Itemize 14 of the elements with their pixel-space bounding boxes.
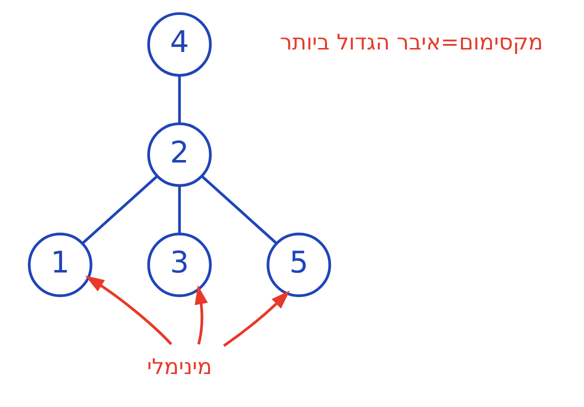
node-circle: 4 [147,12,212,77]
node-circle: 3 [147,232,212,298]
connector [201,175,278,244]
label: מקסימום=איבר הגדול ביותר [280,30,544,56]
connector [178,185,181,234]
node-circle: 5 [266,232,332,298]
node-circle: 1 [28,232,92,298]
arrow [194,285,208,345]
arrow [85,276,172,346]
connector [178,75,181,124]
node-text: מינימלי [146,354,212,380]
arrow [223,290,290,347]
node-circle: 2 [147,122,212,187]
connector [82,175,158,244]
